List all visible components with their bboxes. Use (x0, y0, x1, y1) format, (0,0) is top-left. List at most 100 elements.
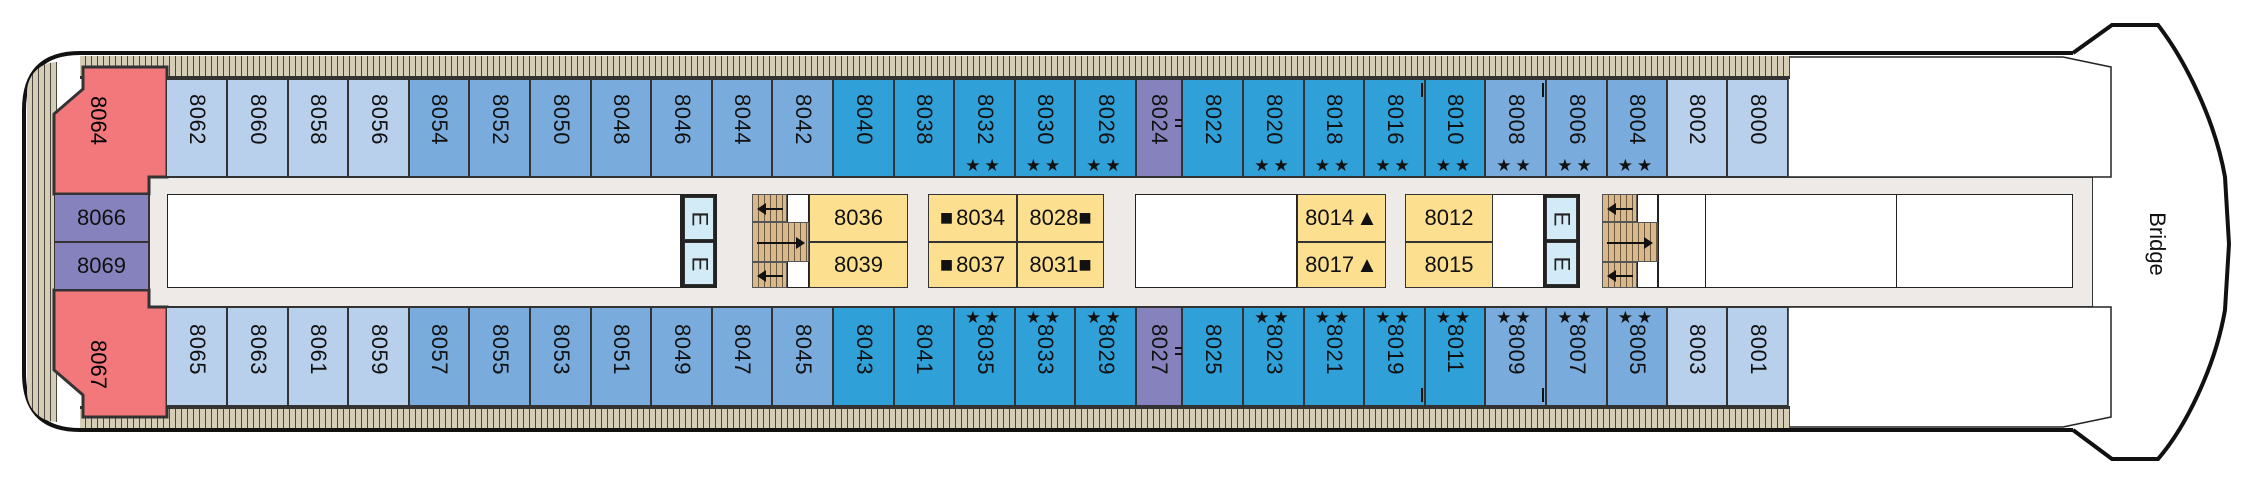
cabin-number: 8055 (487, 324, 513, 375)
cabin-number: 8047 (730, 324, 755, 375)
cabin-8033[interactable]: 8033★★ (1015, 307, 1075, 406)
cabin-8032[interactable]: 8032 ★★ (954, 79, 1015, 177)
cabin-8041[interactable]: 8041 (894, 307, 954, 406)
elevator: E (1546, 242, 1577, 285)
cabin-8007[interactable]: 8007★★ (1546, 307, 1607, 406)
inside-cabin-8012[interactable]: 8012 (1405, 194, 1493, 242)
inside-cabin-8015[interactable]: 8015 (1405, 242, 1493, 288)
cabin-8053[interactable]: 8053 (530, 307, 591, 406)
cabin-8040[interactable]: 8040 (833, 79, 894, 177)
cabin-8042[interactable]: 8042 (772, 79, 833, 177)
cabin-8020[interactable]: 8020★★ (1243, 79, 1304, 177)
arrow-right-icon (757, 237, 805, 249)
cabin-8038[interactable]: 8038 (894, 79, 954, 177)
cabin-8010[interactable]: 8010★★ (1425, 79, 1485, 177)
cabin-8045[interactable]: 8045 (772, 307, 833, 406)
cabin-8058[interactable]: 8058 (288, 79, 348, 177)
cabin-8051[interactable]: 8051 (591, 307, 651, 406)
cabin-8022[interactable]: 8022 (1182, 79, 1243, 177)
cabin-8019[interactable]: 8019★★ (1364, 307, 1425, 406)
forward-area-port (1787, 56, 2112, 178)
cabin-number: 8000 (1745, 94, 1771, 145)
suite-8069[interactable]: 8069 (54, 242, 149, 290)
cabin-8027[interactable]: 8027 (1136, 307, 1182, 406)
suite-8066[interactable]: 8066 (54, 194, 149, 242)
cabin-number: 8041 (912, 324, 937, 375)
elevator: E (684, 197, 714, 240)
cabin-8006[interactable]: 8006★★ (1546, 79, 1607, 177)
cabin-8057[interactable]: 8057 (409, 307, 469, 406)
arrow-right-icon (1607, 237, 1653, 249)
cabin-8001[interactable]: 8001 (1727, 307, 1788, 406)
cabin-8052[interactable]: 8052 (469, 79, 530, 177)
two-stars-icon: ★★ (1617, 156, 1657, 175)
midship-service-area (1135, 194, 1297, 288)
bridge-outline (2071, 23, 2232, 461)
cabin-8062[interactable]: 8062 (166, 79, 227, 177)
cabin-8003[interactable]: 8003 (1667, 307, 1727, 406)
two-stars-icon: ★★ (965, 308, 1004, 327)
cabin-8018[interactable]: 8018★★ (1304, 79, 1364, 177)
cabin-8016[interactable]: 8016★★ (1364, 79, 1425, 177)
inside-cabin-8031[interactable]: 8031■ (1017, 242, 1104, 288)
cabin-8048[interactable]: 8048 (591, 79, 651, 177)
cabin-8005[interactable]: 8005★★ (1607, 307, 1667, 406)
cabin-number: 8045 (790, 324, 816, 375)
cabin-8011[interactable]: 8011★★ (1425, 307, 1485, 406)
cabin-number: 8050 (548, 94, 574, 145)
cabin-8024[interactable]: 8024 (1136, 79, 1182, 177)
cabin-number: 8051 (609, 324, 634, 375)
cabin-8054[interactable]: 8054 (409, 79, 469, 177)
cabin-8060[interactable]: 8060 (227, 79, 288, 177)
cabin-8050[interactable]: 8050 (530, 79, 591, 177)
two-stars-icon: ★★ (965, 156, 1004, 175)
cabin-8047[interactable]: 8047 (712, 307, 772, 406)
inside-cabin-8037[interactable]: ■8037 (928, 242, 1017, 288)
cabin-number: 8008 (1503, 94, 1529, 145)
cabin-8055[interactable]: 8055 (469, 307, 530, 406)
cabin-8044[interactable]: 8044 (712, 79, 772, 177)
decking-starboard (80, 406, 1790, 428)
aft-elevators: E E (681, 194, 717, 288)
two-stars-icon: ★★ (1557, 308, 1596, 327)
cabin-8021[interactable]: 8021★★ (1304, 307, 1364, 406)
inside-cabin-8017[interactable]: 8017▲ (1297, 242, 1386, 288)
cabin-8061[interactable]: 8061 (288, 307, 348, 406)
two-stars-icon: ★★ (1496, 156, 1535, 175)
cabin-8035[interactable]: 8035★★ (954, 307, 1015, 406)
cabin-8059[interactable]: 8059 (348, 307, 409, 406)
inside-cabin-8014[interactable]: 8014▲ (1297, 194, 1386, 242)
cabin-number: 8049 (669, 324, 695, 375)
inside-cabin-8028[interactable]: 8028■ (1017, 194, 1104, 242)
cabin-8002[interactable]: 8002 (1667, 79, 1727, 177)
cabin-8023[interactable]: 8023★★ (1243, 307, 1304, 406)
arrow-left-icon (1607, 270, 1633, 282)
two-stars-icon: ★★ (1086, 156, 1125, 175)
cabin-8049[interactable]: 8049 (651, 307, 712, 406)
cabin-8000[interactable]: 8000 (1727, 79, 1788, 177)
cabin-8008[interactable]: 8008 ★★ (1485, 79, 1546, 177)
inside-cabin-8034[interactable]: ■8034 (928, 194, 1017, 242)
cabin-8026[interactable]: 8026 ★★ (1075, 79, 1136, 177)
cabin-8046[interactable]: 8046 (651, 79, 712, 177)
cabin-8030[interactable]: 8030★★ (1015, 79, 1075, 177)
cabin-8056[interactable]: 8056 (348, 79, 409, 177)
cabin-number: 8009 (1503, 324, 1529, 375)
cabin-number: 8032 (972, 94, 998, 145)
cabin-number: 8026 (1093, 94, 1119, 145)
cabin-number: 8048 (609, 94, 634, 145)
cabin-number: 8062 (184, 94, 210, 145)
cabin-8065[interactable]: 8065 (166, 307, 227, 406)
cabin-8009[interactable]: 8009★★ (1485, 307, 1546, 406)
cabin-8004[interactable]: 8004★★ (1607, 79, 1667, 177)
two-stars-icon: ★★ (1314, 308, 1354, 327)
stairs-upper (752, 194, 787, 222)
forward-room-1 (1658, 194, 1706, 288)
cabin-8025[interactable]: 8025 (1182, 307, 1243, 406)
cabin-8043[interactable]: 8043 (833, 307, 894, 406)
cabin-8029[interactable]: 8029★★ (1075, 307, 1136, 406)
inside-cabin-8036[interactable]: 8036 (809, 194, 908, 242)
inside-cabin-8039[interactable]: 8039 (809, 242, 908, 288)
cabin-8063[interactable]: 8063 (227, 307, 288, 406)
cabin-number: 8057 (427, 324, 452, 375)
